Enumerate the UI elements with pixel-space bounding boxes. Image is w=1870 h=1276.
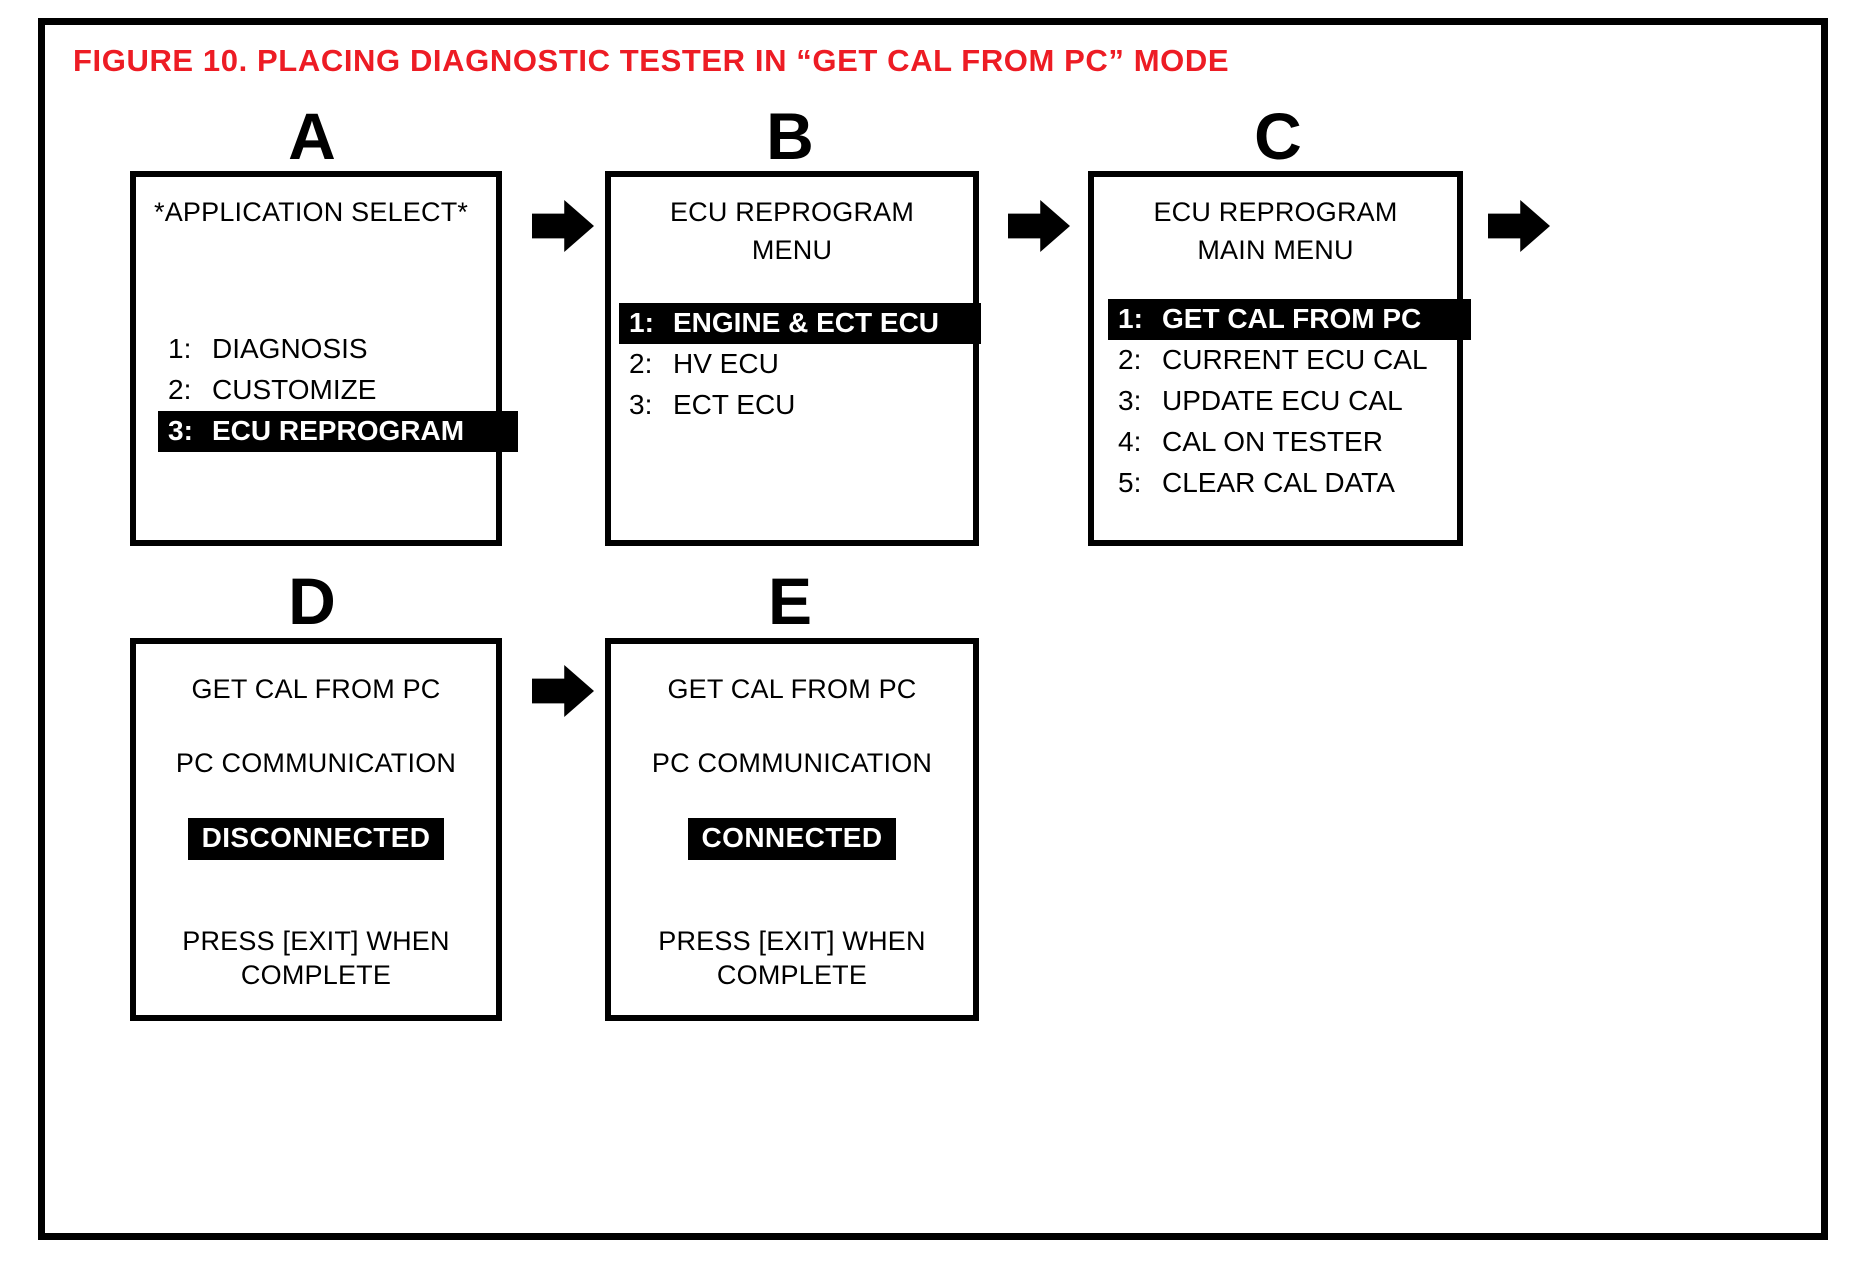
menu-item-b-1-num: 1: [629,307,654,338]
menu-item-a-3-label: ECU REPROGRAM [212,415,465,446]
panel-a-menu: 1: DIAGNOSIS 2: CUSTOMIZE 3: ECU REPROGRAM [136,329,518,452]
menu-item-a-1-label: DIAGNOSIS [212,333,368,364]
menu-item-c-1-label: GET CAL FROM PC [1162,303,1422,334]
arrow-c-to-next-icon [1488,195,1550,257]
menu-item-a-2-label: CUSTOMIZE [212,374,377,405]
panel-e-footer-line2: COMPLETE [716,960,868,990]
panel-e-status-text: CONNECTED [687,818,897,860]
panel-a-header: *APPLICATION SELECT* [154,197,469,227]
panel-d-footer-line1: PRESS [EXIT] WHEN [182,926,450,956]
menu-item-c-2-label: CURRENT ECU CAL [1162,344,1428,375]
menu-item-c-3-label: UPDATE ECU CAL [1162,385,1403,416]
menu-item-c-3-num: 3: [1118,385,1142,416]
panel-e-title: GET CAL FROM PC [667,674,917,704]
panel-d-subtitle: PC COMMUNICATION [175,748,457,778]
menu-item-c-4[interactable]: 4: CAL ON TESTER [1108,422,1471,463]
screen-panel-d: GET CAL FROM PC PC COMMUNICATION DISCONN… [130,638,502,1021]
menu-item-b-3[interactable]: 3: ECT ECU [619,385,981,426]
panel-letter-b: B [766,99,814,173]
panel-d-status-badge: DISCONNECTED [136,818,496,860]
panel-d-title: GET CAL FROM PC [191,674,441,704]
menu-item-b-2-label: HV ECU [673,348,779,379]
arrow-a-to-b-icon [532,195,594,257]
menu-item-c-1[interactable]: 1: GET CAL FROM PC [1108,299,1471,340]
arrow-d-to-e-icon [532,660,594,722]
menu-item-c-4-label: CAL ON TESTER [1162,426,1383,457]
menu-item-b-1[interactable]: 1: ENGINE & ECT ECU [619,303,981,344]
menu-item-c-1-num: 1: [1118,303,1143,334]
menu-item-a-1[interactable]: 1: DIAGNOSIS [158,329,518,370]
menu-item-c-3[interactable]: 3: UPDATE ECU CAL [1108,381,1471,422]
screen-panel-a: *APPLICATION SELECT* 1: DIAGNOSIS 2: CUSTO… [130,171,518,546]
panel-letter-a: A [288,99,336,173]
panel-b-header-line2: MENU [751,235,833,265]
screen-panel-e: GET CAL FROM PC PC COMMUNICATION CONNECT… [605,638,979,1021]
menu-item-b-2[interactable]: 2: HV ECU [619,344,981,385]
screen-panel-c: ECU REPROGRAM MAIN MENU 1: GET CAL FROM P… [1088,171,1471,546]
arrow-b-to-c-icon [1008,195,1070,257]
menu-item-a-2-num: 2: [168,374,192,405]
menu-item-b-3-num: 3: [629,389,653,420]
screen-panel-b: ECU REPROGRAM MENU 1: ENGINE & ECT ECU 2:… [605,171,981,546]
panel-b-header-line1: ECU REPROGRAM [669,197,915,227]
menu-item-a-2[interactable]: 2: CUSTOMIZE [158,370,518,411]
menu-item-c-5[interactable]: 5: CLEAR CAL DATA [1108,463,1471,504]
panel-c-menu: 1: GET CAL FROM PC 2: CURRENT ECU CAL 3: UP… [1094,299,1471,504]
menu-item-b-1-label: ENGINE & ECT ECU [673,307,940,338]
panel-c-header-line2: MAIN MENU [1197,235,1354,265]
menu-item-c-4-num: 4: [1118,426,1142,457]
panel-e-footer-line1: PRESS [EXIT] WHEN [658,926,926,956]
menu-item-b-2-num: 2: [629,348,653,379]
figure-frame: FIGURE 10. PLACING DIAGNOSTIC TESTER IN … [38,18,1828,1240]
panel-d-status-text: DISCONNECTED [187,818,445,860]
panel-d-footer-line2: COMPLETE [240,960,392,990]
panel-e-status-badge: CONNECTED [611,818,973,860]
panel-b-menu: 1: ENGINE & ECT ECU 2: HV ECU 3: ECT ECU [611,303,981,426]
menu-item-a-3-num: 3: [168,415,193,446]
menu-item-c-5-label: CLEAR CAL DATA [1162,467,1395,498]
panel-letter-d: D [288,564,336,638]
menu-item-a-1-num: 1: [168,333,192,364]
panel-letter-e: E [767,564,813,638]
panel-letter-c: C [1254,99,1302,173]
figure-title: FIGURE 10. PLACING DIAGNOSTIC TESTER IN … [73,43,1230,78]
menu-item-c-5-num: 5: [1118,467,1142,498]
menu-item-b-3-label: ECT ECU [673,389,796,420]
panel-e-subtitle: PC COMMUNICATION [651,748,933,778]
menu-item-c-2[interactable]: 2: CURRENT ECU CAL [1108,340,1471,381]
panel-c-header-line1: ECU REPROGRAM [1153,197,1398,227]
menu-item-a-3[interactable]: 3: ECU REPROGRAM [158,411,518,452]
menu-item-c-2-num: 2: [1118,344,1142,375]
